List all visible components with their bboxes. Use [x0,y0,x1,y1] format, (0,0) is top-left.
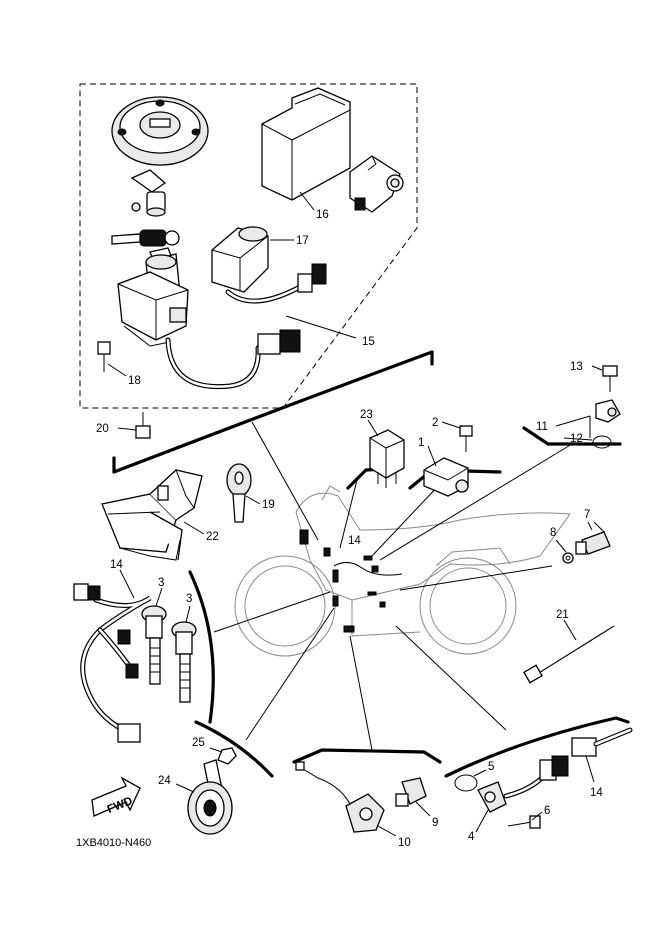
callout-16: 16 [316,209,329,221]
callout-18: 18 [128,375,141,387]
lean-angle-sensor-part [349,155,404,213]
callout-17: 17 [296,235,309,247]
key-19-part [226,463,252,523]
key-set-group-boundary [79,83,418,409]
sensor-7-part [575,521,611,555]
ecu-part [261,87,351,201]
motorcycle-outline [234,485,571,657]
callout-6: 6 [544,805,550,817]
horn-part [187,759,233,835]
callout-3-right: 3 [186,593,192,605]
callout-14-right: 14 [590,787,603,799]
ecu-bracket-part [101,469,203,561]
callout-8: 8 [550,527,556,539]
bolt-13-part [602,365,618,392]
switch-9-part [395,777,427,807]
bolt-2-part [459,425,473,452]
callout-2: 2 [432,417,438,429]
callout-12: 12 [570,433,583,445]
seat-lock-cylinder-part [130,169,167,217]
immobilizer-unit-part [211,226,327,304]
bolt-20-part [135,412,151,439]
sensor-3b-part [171,621,197,703]
callout-1: 1 [418,437,424,449]
main-switch-part [117,253,301,390]
sensor-4-part [477,755,569,813]
callout-13: 13 [570,361,583,373]
fuel-cap-lock-part [111,96,209,166]
fwd-arrow-icon: FWD [91,776,141,817]
callout-14-left: 14 [110,559,123,571]
callout-23: 23 [360,409,373,421]
callout-15: 15 [362,336,375,348]
callout-19: 19 [262,499,275,511]
callout-20: 20 [96,423,109,435]
washer-8-part [562,552,574,564]
callout-24: 24 [158,775,171,787]
leader-lines [107,191,603,837]
sensor-3a-part [141,605,167,685]
bolt-6-part [507,815,541,829]
o-ring-12-part [592,435,612,449]
callout-21: 21 [556,609,569,621]
sensor-10-part [295,761,385,833]
wire-harness-left-part [73,583,152,743]
cable-tie-part [523,625,615,684]
callout-14-center: 14 [348,535,361,547]
wire-harness-14-part [571,727,633,757]
callout-25: 25 [192,737,205,749]
bolt-18-part [97,341,111,372]
sensor-1-part [423,457,469,497]
callout-10: 10 [398,837,411,849]
nut-25-part [217,747,237,765]
o-ring-5-part [454,774,478,792]
callout-3-left: 3 [158,577,164,589]
callout-5: 5 [488,761,494,773]
callout-7: 7 [584,509,590,521]
callout-4: 4 [468,831,475,843]
sensor-11-part [595,399,621,423]
relay-part [369,429,405,488]
callout-labels: 16 17 15 18 20 19 22 23 2 1 13 11 12 14 … [96,209,603,849]
callout-lines [112,350,630,778]
callout-22: 22 [206,531,219,543]
callout-9: 9 [432,817,438,829]
drawing-code: 1XB4010-N460 [76,837,151,849]
callout-11: 11 [536,421,548,433]
